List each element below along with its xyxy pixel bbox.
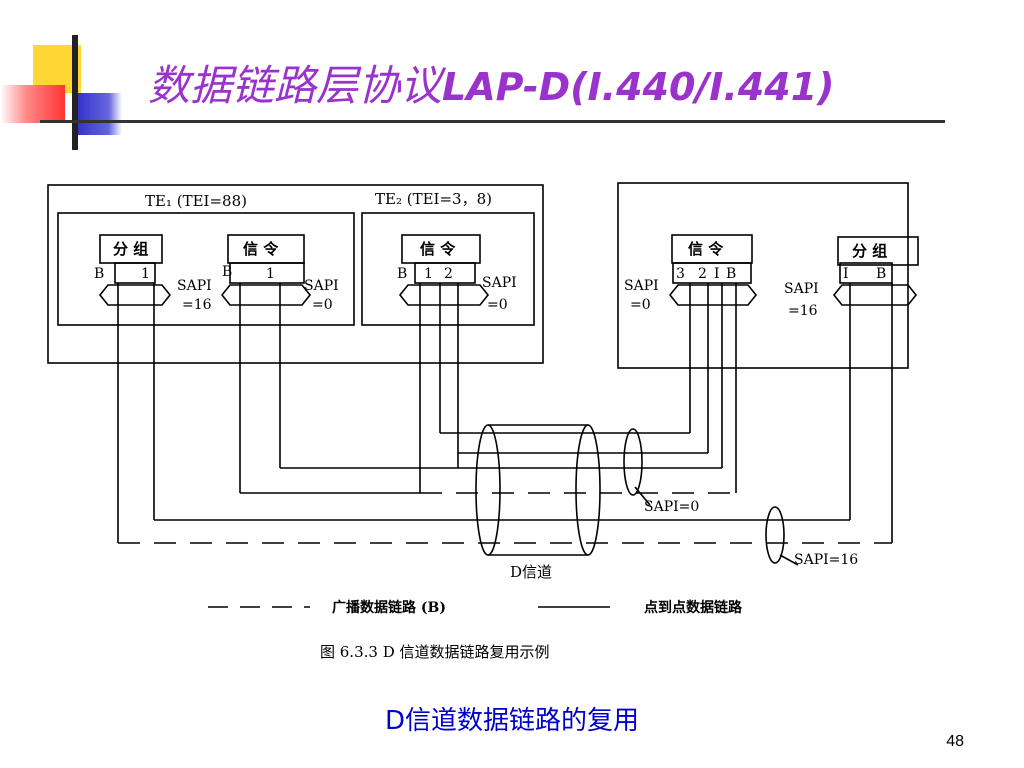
- port-2-label: 2: [698, 266, 707, 282]
- title-rule: [40, 120, 945, 123]
- right-station-box: [617, 182, 909, 369]
- te1-box: [57, 212, 355, 326]
- sapi-value: =0: [630, 297, 651, 313]
- slide-subtitle: D信道数据链路的复用: [384, 706, 640, 736]
- port-1-label: 1: [424, 266, 433, 282]
- te1-packet-connector: [98, 284, 172, 306]
- port-b-label: B: [94, 266, 104, 282]
- nt-signal-label: 信 令: [688, 240, 724, 258]
- d-channel-right-end: [575, 424, 601, 556]
- page-number: 48: [946, 733, 964, 750]
- te1-label: TE₁ (TEI=88): [145, 192, 247, 210]
- d-channel-body: [488, 424, 588, 556]
- sapi-value: =16: [788, 303, 818, 319]
- sapi-value: =0: [487, 297, 508, 313]
- te1-signal-label: 信 令: [243, 240, 279, 258]
- port-i-label: I: [714, 266, 720, 282]
- port-1-label: 1: [141, 266, 150, 282]
- nt-signal-connector: [668, 284, 758, 306]
- nt-packet-label: 分 组: [852, 242, 887, 260]
- deco-vertical-bar: [72, 35, 78, 150]
- sapi0-ring: [623, 428, 643, 496]
- nt-packet-box: [837, 236, 919, 266]
- te2-box: [361, 212, 535, 326]
- sapi16-line-label: SAPI=16: [794, 552, 858, 568]
- te1-packet-label: 分 组: [113, 240, 148, 258]
- lapd-multiplexing-diagram: TE₁ (TEI=88) TE₂ (TEI=3，8) 分 组 信 令 信 令 信…: [47, 182, 919, 661]
- sapi-label: SAPI: [177, 278, 212, 294]
- d-channel-label: D信道: [510, 563, 552, 581]
- title-english: LAP-D(I.440/I.441): [442, 65, 835, 109]
- sapi16-ring: [765, 506, 785, 564]
- figure-caption: 图 6.3.3 D 信道数据链路复用示例: [320, 643, 550, 661]
- port-i-label: I: [843, 266, 849, 282]
- sapi-label: SAPI: [482, 275, 517, 291]
- port-b-label: B: [397, 266, 407, 282]
- port-b-label: B: [222, 264, 232, 280]
- legend-broadcast-label: 广播数据链路 (B): [332, 599, 446, 616]
- deco-blue-square: [78, 93, 122, 135]
- sapi0-line-label: SAPI=0: [644, 499, 699, 515]
- sapi-value: =16: [182, 297, 212, 313]
- te2-signal-label: 信 令: [420, 240, 456, 258]
- d-channel-left-end: [475, 424, 501, 556]
- port-b-label: B: [876, 266, 886, 282]
- port-3-label: 3: [676, 266, 685, 282]
- te2-signal-connector: [398, 284, 490, 306]
- port-1-label: 1: [266, 266, 275, 282]
- title-chinese: 数据链路层协议: [148, 61, 443, 110]
- nt-packet-connector: [832, 284, 918, 306]
- deco-red-square: [0, 85, 65, 123]
- sapi-label: SAPI: [304, 278, 339, 294]
- left-station-box: [47, 184, 544, 364]
- te2-label: TE₂ (TEI=3，8): [375, 190, 492, 208]
- sapi-label: SAPI: [784, 281, 819, 297]
- sapi-value: =0: [312, 297, 333, 313]
- port-2-label: 2: [444, 266, 453, 282]
- page-title: 数据链路层协议LAP-D(I.440/I.441): [148, 56, 835, 116]
- sapi-label: SAPI: [624, 278, 659, 294]
- port-b-label: B: [726, 266, 736, 282]
- te1-signal-connector: [220, 284, 312, 306]
- legend-p2p-label: 点到点数据链路: [644, 599, 743, 616]
